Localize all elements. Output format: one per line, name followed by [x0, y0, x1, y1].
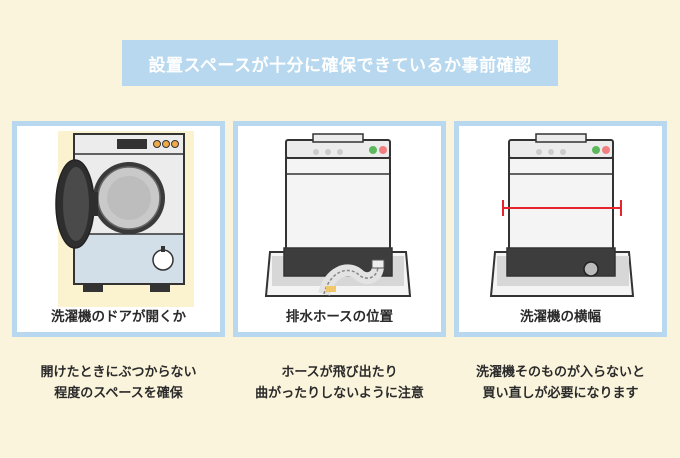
caption-width: 洗濯機そのものが入らないと 買い直しが必要になります — [454, 362, 667, 404]
card-door-clearance: 洗濯機のドアが開くか — [12, 121, 225, 337]
card-label: 洗濯機の横幅 — [520, 309, 601, 325]
card-drain-hose: 排水ホースの位置 — [233, 121, 446, 337]
caption-line: ホースが飛び出たり — [281, 365, 398, 380]
caption-line: 程度のスペースを確保 — [54, 386, 183, 401]
caption-line: 買い直しが必要になります — [482, 386, 639, 401]
caption-drain-hose: ホースが飛び出たり 曲がったりしないように注意 — [233, 362, 446, 404]
caption-line: 開けたときにぶつからない — [40, 365, 197, 380]
top-loader-drain-hose-icon — [264, 133, 412, 297]
top-loader-width-measure-icon — [489, 133, 635, 297]
drum-washer-open-door-icon — [55, 131, 194, 307]
card-width: 洗濯機の横幅 — [454, 121, 667, 337]
card-label: 洗濯機のドアが開くか — [51, 309, 186, 325]
card-label: 排水ホースの位置 — [285, 309, 394, 325]
caption-door-clearance: 開けたときにぶつからない 程度のスペースを確保 — [12, 362, 225, 404]
page-title-banner: 設置スペースが十分に確保できているか事前確認 — [122, 40, 558, 86]
caption-line: 洗濯機そのものが入らないと — [475, 365, 645, 380]
caption-line: 曲がったりしないように注意 — [255, 386, 424, 401]
